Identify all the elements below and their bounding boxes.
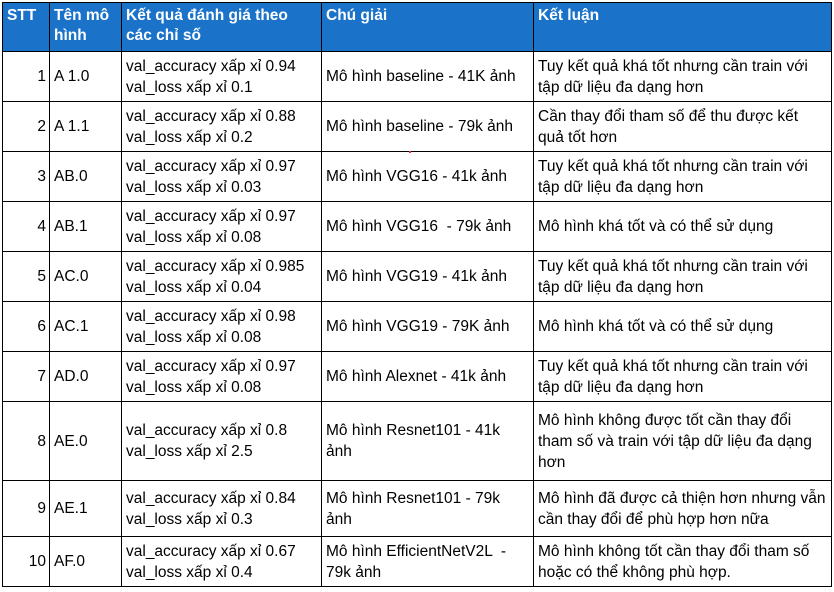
cell-result: val_accuracy xấp xỉ 0.97 val_loss xấp xỉ … bbox=[121, 151, 322, 202]
accuracy-text: val_accuracy xấp xỉ 0.97 bbox=[126, 207, 296, 225]
cell-result: val_accuracy xấp xỉ 0.8 val_loss xấp xỉ 2… bbox=[121, 401, 322, 481]
cell-result: val_accuracy xấp xỉ 0.88 val_loss xấp xỉ … bbox=[121, 101, 322, 152]
header-conclusion: Kết luận bbox=[533, 2, 832, 52]
table-row: 4 AB.1 val_accuracy xấp xỉ 0.97 val_loss … bbox=[2, 201, 832, 252]
stray-mark bbox=[409, 151, 411, 153]
cell-result: val_accuracy xấp xỉ 0.84 val_loss xấp xỉ … bbox=[121, 480, 322, 537]
cell-note: Mô hình VGG19 - 41k ảnh bbox=[321, 251, 534, 302]
accuracy-text: val_accuracy xấp xỉ 0.97 bbox=[126, 157, 296, 175]
cell-name: AC.1 bbox=[49, 301, 122, 352]
header-note: Chú giải bbox=[321, 2, 534, 52]
cell-note: Mô hình VGG16 - 79k ảnh bbox=[321, 201, 534, 252]
accuracy-text: val_accuracy xấp xỉ 0.8 bbox=[126, 422, 288, 439]
cell-conclusion: Mô hình đã được cả thiện hơn nhưng vẫn c… bbox=[533, 480, 832, 537]
loss-text: val_loss xấp xỉ 0.03 bbox=[126, 178, 262, 196]
cell-stt: 8 bbox=[2, 401, 50, 481]
cell-conclusion: Mô hình không được tốt cần thay đổi tham… bbox=[533, 401, 832, 481]
loss-text: val_loss xấp xỉ 0.1 bbox=[126, 78, 253, 96]
cell-result: val_accuracy xấp xỉ 0.67 val_loss xấp xỉ … bbox=[121, 536, 322, 587]
cell-conclusion: Tuy kết quả khá tốt nhưng cần train với … bbox=[533, 51, 832, 102]
cell-conclusion: Tuy kết quả khá tốt nhưng cần train với … bbox=[533, 351, 832, 402]
loss-text: val_loss xấp xỉ 0.08 bbox=[126, 378, 262, 396]
table-row: 3 AB.0 val_accuracy xấp xỉ 0.97 val_loss … bbox=[2, 151, 832, 202]
cell-result: val_accuracy xấp xỉ 0.94 val_loss xấp xỉ … bbox=[121, 51, 322, 102]
cell-name: A 1.0 bbox=[49, 51, 122, 102]
loss-text: val_loss xấp xỉ 0.04 bbox=[126, 278, 262, 296]
loss-text: val_loss xấp xỉ 0.08 bbox=[126, 228, 262, 246]
header-row: STT Tên mô hình Kết quả đánh giá theo cá… bbox=[2, 2, 832, 52]
cell-name: AE.0 bbox=[49, 401, 122, 481]
table-row: 5 AC.0 val_accuracy xấp xỉ 0.985 val_loss… bbox=[2, 251, 832, 302]
cell-stt: 1 bbox=[2, 51, 50, 102]
cell-result: val_accuracy xấp xỉ 0.97 val_loss xấp xỉ … bbox=[121, 201, 322, 252]
header-result: Kết quả đánh giá theo các chỉ số bbox=[121, 2, 322, 52]
loss-text: val_loss xấp xỉ 0.3 bbox=[126, 510, 253, 528]
cell-result: val_accuracy xấp xỉ 0.98 val_loss xấp xỉ … bbox=[121, 301, 322, 352]
cell-conclusion: Tuy kết quả khá tốt nhưng cần train với … bbox=[533, 251, 832, 302]
cell-note: Mô hình baseline - 41K ảnh bbox=[321, 51, 534, 102]
table-row: 1 A 1.0 val_accuracy xấp xỉ 0.94 val_loss… bbox=[2, 51, 832, 102]
cell-name: AF.0 bbox=[49, 536, 122, 587]
loss-text: val_loss xấp xỉ 0.4 bbox=[126, 563, 253, 581]
cell-note: Mô hình Resnet101 - 41k ảnh bbox=[321, 401, 534, 481]
cell-conclusion: Mô hình khá tốt và có thể sử dụng bbox=[533, 301, 832, 352]
table-row: 6 AC.1 val_accuracy xấp xỉ 0.98 val_loss … bbox=[2, 301, 832, 352]
accuracy-text: val_accuracy xấp xỉ 0.67 bbox=[126, 542, 296, 560]
accuracy-text: val_accuracy xấp xỉ 0.84 bbox=[126, 489, 296, 507]
cell-stt: 3 bbox=[2, 151, 50, 202]
loss-text: val_loss xấp xỉ 0.2 bbox=[126, 128, 253, 146]
loss-text: val_loss xấp xỉ 0.08 bbox=[126, 328, 262, 346]
cell-name: AB.1 bbox=[49, 201, 122, 252]
cell-name: AD.0 bbox=[49, 351, 122, 402]
table-row: 7 AD.0 val_accuracy xấp xỉ 0.97 val_loss … bbox=[2, 351, 832, 402]
cell-stt: 4 bbox=[2, 201, 50, 252]
cell-note: Mô hình VGG16 - 41k ảnh bbox=[321, 151, 534, 202]
cell-note: Mô hình VGG19 - 79K ảnh bbox=[321, 301, 534, 352]
cell-conclusion: Mô hình khá tốt và có thể sử dụng bbox=[533, 201, 832, 252]
cell-conclusion: Tuy kết quả khá tốt nhưng cần train với … bbox=[533, 151, 832, 202]
table-row: 9 AE.1 val_accuracy xấp xỉ 0.84 val_loss … bbox=[2, 480, 832, 537]
table-row: 10 AF.0 val_accuracy xấp xỉ 0.67 val_loss… bbox=[2, 536, 832, 587]
cell-name: A 1.1 bbox=[49, 101, 122, 152]
cell-note: Mô hình Alexnet - 41k ảnh bbox=[321, 351, 534, 402]
accuracy-text: val_accuracy xấp xỉ 0.985 bbox=[126, 257, 305, 275]
accuracy-text: val_accuracy xấp xỉ 0.88 bbox=[126, 107, 296, 125]
cell-result: val_accuracy xấp xỉ 0.985 val_loss xấp xỉ… bbox=[121, 251, 322, 302]
cell-stt: 9 bbox=[2, 480, 50, 537]
table-row: 8 AE.0 val_accuracy xấp xỉ 0.8 val_loss x… bbox=[2, 401, 832, 481]
cell-stt: 10 bbox=[2, 536, 50, 587]
cell-name: AE.1 bbox=[49, 480, 122, 537]
loss-text: val_loss xấp xỉ 2.5 bbox=[126, 443, 253, 460]
header-stt: STT bbox=[2, 2, 50, 52]
accuracy-text: val_accuracy xấp xỉ 0.94 bbox=[126, 57, 296, 75]
cell-conclusion: Cần thay đổi tham số để thu được kết quả… bbox=[533, 101, 832, 152]
cell-note: Mô hình baseline - 79k ảnh bbox=[321, 101, 534, 152]
cell-name: AB.0 bbox=[49, 151, 122, 202]
cell-note: Mô hình Resnet101 - 79k ảnh bbox=[321, 480, 534, 537]
accuracy-text: val_accuracy xấp xỉ 0.97 bbox=[126, 357, 296, 375]
cell-result: val_accuracy xấp xỉ 0.97 val_loss xấp xỉ … bbox=[121, 351, 322, 402]
header-name: Tên mô hình bbox=[49, 2, 122, 52]
cell-conclusion: Mô hình không tốt cần thay đổi tham số h… bbox=[533, 536, 832, 587]
cell-name: AC.0 bbox=[49, 251, 122, 302]
cell-stt: 5 bbox=[2, 251, 50, 302]
cell-stt: 2 bbox=[2, 101, 50, 152]
cell-stt: 6 bbox=[2, 301, 50, 352]
cell-note: Mô hình EfficientNetV2L - 79k ảnh bbox=[321, 536, 534, 587]
cell-stt: 7 bbox=[2, 351, 50, 402]
accuracy-text: val_accuracy xấp xỉ 0.98 bbox=[126, 307, 296, 325]
table-row: 2 A 1.1 val_accuracy xấp xỉ 0.88 val_loss… bbox=[2, 101, 832, 152]
